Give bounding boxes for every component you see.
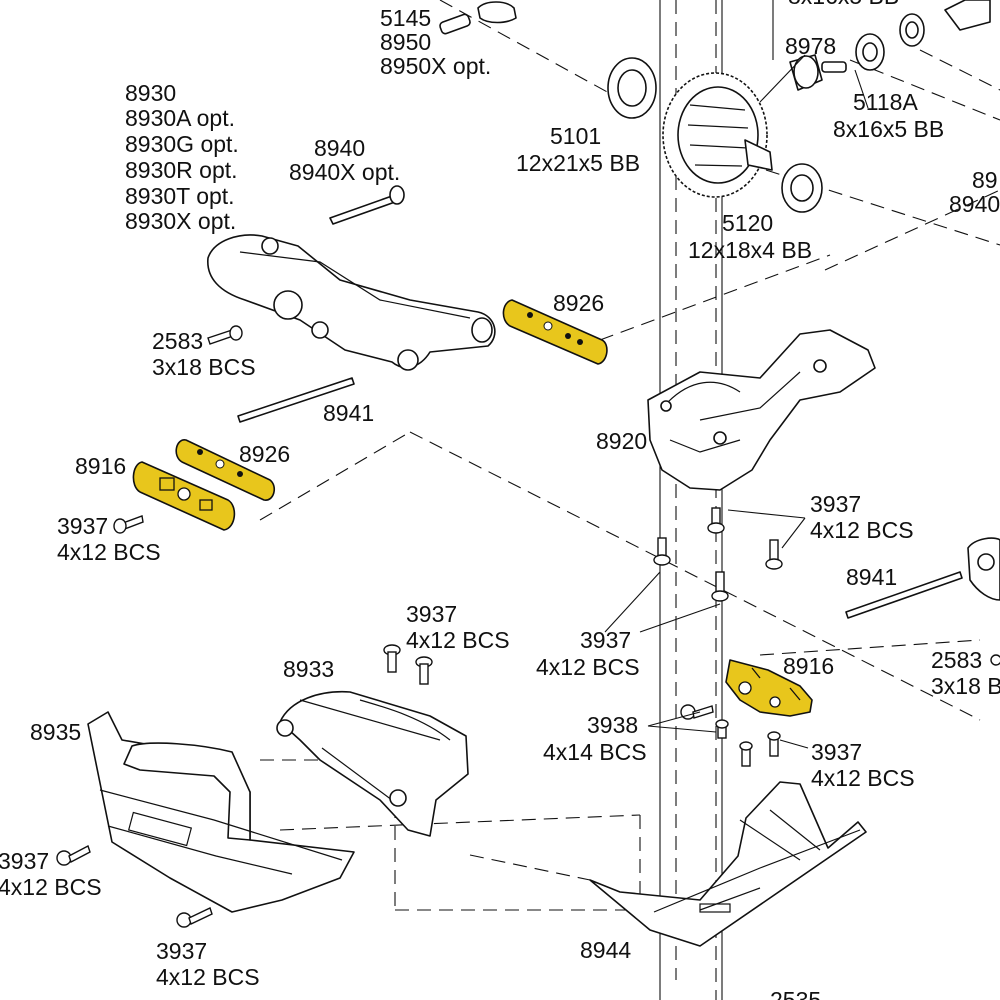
label-8935: 8935: [30, 719, 81, 745]
pin-5145: [439, 13, 471, 35]
label-2583-right: 2583: [931, 647, 982, 673]
label-3937-a-spec: 4x12 BCS: [57, 539, 161, 565]
lower-arm-right-fragment: [967, 537, 1000, 601]
label-8930g: 8930G opt.: [125, 131, 239, 157]
front-bumper-8935: [87, 711, 355, 913]
label-8930r: 8930R opt.: [125, 157, 238, 183]
bolt-3937-skid-1: [383, 644, 401, 673]
screw-2583-right: [990, 654, 1000, 666]
bolt-3937-housing-3: [765, 539, 783, 570]
bolt-3938-b: [715, 719, 729, 739]
bolt-3937-bumper-2: [176, 907, 213, 928]
label-5101: 5101: [550, 123, 601, 149]
skid-plate-8944: [589, 781, 867, 947]
label-2583-left: 2583: [152, 328, 203, 354]
label-8926-upper: 8926: [553, 290, 604, 316]
suspension-mount-8916-right: [725, 659, 813, 717]
drive-cup-8950: [477, 1, 517, 24]
leader-5118a: [854, 69, 869, 109]
label-2535: 2535: [770, 987, 821, 1000]
lower-suspension-arm-8930: [207, 234, 496, 371]
pinion-gear-8978: [789, 54, 847, 91]
label-5118a-spec: 8x16x5 BB: [833, 116, 944, 142]
label-8978: 8978: [785, 33, 836, 59]
bolt-3937-a: [113, 515, 144, 534]
label-8930a: 8930A opt.: [125, 105, 235, 131]
bumper-mount-8933: [276, 690, 469, 837]
label-8940-right: 8940: [949, 191, 1000, 217]
label-3937-e: 3937: [811, 739, 862, 765]
label-3937-f: 3937: [0, 848, 49, 874]
bolt-3937-housing-4: [711, 571, 729, 602]
label-89-right: 89: [972, 167, 998, 193]
label-3937-d-spec: 4x12 BCS: [536, 654, 640, 680]
bolts: [56, 507, 1000, 928]
label-8916-left: 8916: [75, 453, 126, 479]
label-8926-lower: 8926: [239, 441, 290, 467]
label-8950x: 8950X opt.: [380, 53, 491, 79]
label-8941-left: 8941: [323, 400, 374, 426]
label-3937-c: 3937: [406, 601, 457, 627]
screw-2583-left: [207, 325, 243, 345]
bearing-5120: [781, 163, 823, 213]
bolt-3938-a: [680, 704, 714, 720]
label-8940x: 8940X opt.: [289, 159, 400, 185]
label-8944: 8944: [580, 937, 631, 963]
label-3937-g-spec: 4x12 BCS: [156, 964, 260, 990]
suspension-block-8926-lower: [175, 439, 276, 501]
label-3937-g: 3937: [156, 938, 207, 964]
bolt-3937-mount-1: [739, 741, 753, 767]
hinge-pin-8940: [329, 185, 405, 225]
label-3937-d: 3937: [580, 627, 631, 653]
label-8930t: 8930T opt.: [125, 183, 235, 209]
suspension-block-8926-upper: [502, 299, 608, 365]
label-3937-e-spec: 4x12 BCS: [811, 765, 915, 791]
ring-gear-differential: [662, 72, 773, 198]
label-8933: 8933: [283, 656, 334, 682]
label-8950: 8950: [380, 29, 431, 55]
label-3938-spec: 4x14 BCS: [543, 739, 647, 765]
label-3937-f-spec: 4x12 BCS: [0, 874, 102, 900]
label-8941-right: 8941: [846, 564, 897, 590]
hinge-pin-8941-right: [845, 571, 963, 619]
label-3937-b-spec: 4x12 BCS: [810, 517, 914, 543]
label-3937-c-spec: 4x12 BCS: [406, 627, 510, 653]
label-5118-top: 8x16x5 BB: [788, 0, 899, 9]
label-5118a: 5118A: [853, 89, 918, 115]
label-2583-right-spec: 3x18 B: [931, 673, 1000, 699]
label-5101-spec: 12x21x5 BB: [516, 150, 640, 176]
bolt-3937-skid-2: [415, 656, 433, 685]
label-8920: 8920: [596, 428, 647, 454]
label-8916-right: 8916: [783, 653, 834, 679]
leader-8978: [759, 54, 806, 103]
label-2583-left-spec: 3x18 BCS: [152, 354, 256, 380]
hinge-pin-8941-left: [237, 377, 355, 423]
bearing-5101: [607, 57, 657, 119]
label-5120-spec: 12x18x4 BB: [688, 237, 812, 263]
leader-lines: [604, 509, 809, 749]
label-3938: 3938: [587, 712, 638, 738]
label-8930: 8930: [125, 80, 176, 106]
label-3937-b: 3937: [810, 491, 861, 517]
pinion-shaft: [944, 0, 991, 31]
suspension-mount-8916-left: [132, 461, 236, 531]
bolt-3937-mount-2: [767, 731, 781, 757]
label-3937-a: 3937: [57, 513, 108, 539]
label-8940: 8940: [314, 135, 365, 161]
bearing-5118a: [855, 13, 925, 71]
label-5145: 5145: [380, 5, 431, 31]
label-8930x: 8930X opt.: [125, 208, 236, 234]
label-5120: 5120: [722, 210, 773, 236]
bolt-3937-housing-2: [653, 537, 671, 566]
bulkhead-housing-8920: [647, 329, 876, 491]
bolt-3937-housing-1: [707, 507, 725, 534]
bolt-3937-bumper-1: [56, 844, 91, 866]
top-drivetrain: [439, 0, 991, 213]
